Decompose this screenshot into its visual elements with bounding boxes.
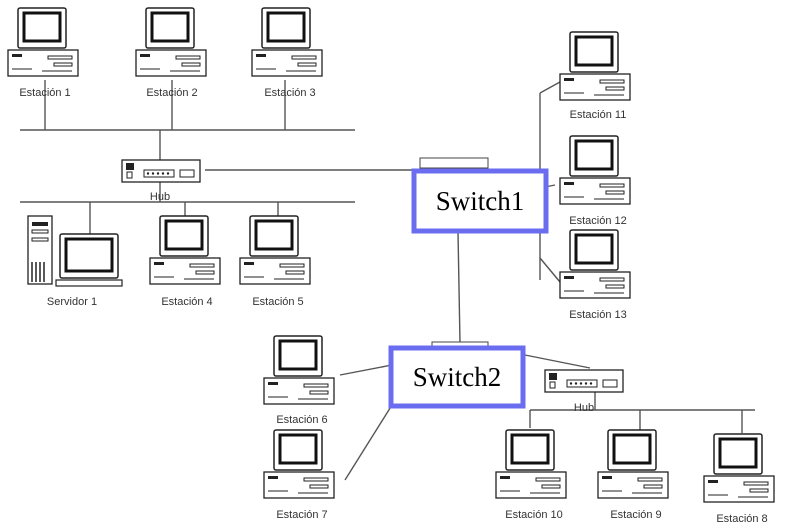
station-4-label: Estación 4 [161,296,212,308]
station-9-label: Estación 9 [610,509,661,521]
server-1: Servidor 1 [27,215,123,308]
station-6-label: Estación 6 [276,414,327,426]
station-1-label: Estación 1 [19,87,70,99]
station-8-label: Estación 8 [716,513,767,525]
station-11-label: Estación 11 [570,109,627,121]
switch-1: Switch1 [411,157,549,234]
switch-2: Switch2 [388,341,526,409]
station-13: Estación 13 [558,228,632,321]
station-8: Estación 8 [702,432,776,525]
hub-2: Hub [544,369,624,414]
station-3-label: Estación 3 [264,87,315,99]
station-12: Estación 12 [558,134,632,227]
station-13-label: Estación 13 [569,309,626,321]
station-2: Estación 2 [134,6,208,99]
connection-lines [20,80,755,481]
server-1-label: Servidor 1 [47,296,97,308]
switch-1-label: Switch1 [436,186,525,216]
hub-2-label: Hub [574,402,594,414]
station-7-label: Estación 7 [276,509,327,521]
station-1: Estación 1 [6,6,80,99]
hub-1-label: Hub [150,191,170,203]
station-10-label: Estación 10 [505,509,562,521]
station-4: Estación 4 [148,214,222,308]
station-7: Estación 7 [262,428,336,521]
station-3: Estación 3 [250,6,324,99]
station-11: Estación 11 [558,30,632,121]
station-10: Estación 10 [494,428,568,521]
station-5: Estación 5 [238,214,312,308]
station-12-label: Estación 12 [569,215,626,227]
station-9: Estación 9 [596,428,670,521]
station-2-label: Estación 2 [146,87,197,99]
hub-1: Hub [121,159,201,203]
switch-2-label: Switch2 [413,362,502,392]
station-5-label: Estación 5 [252,296,303,308]
station-6: Estación 6 [262,334,336,426]
